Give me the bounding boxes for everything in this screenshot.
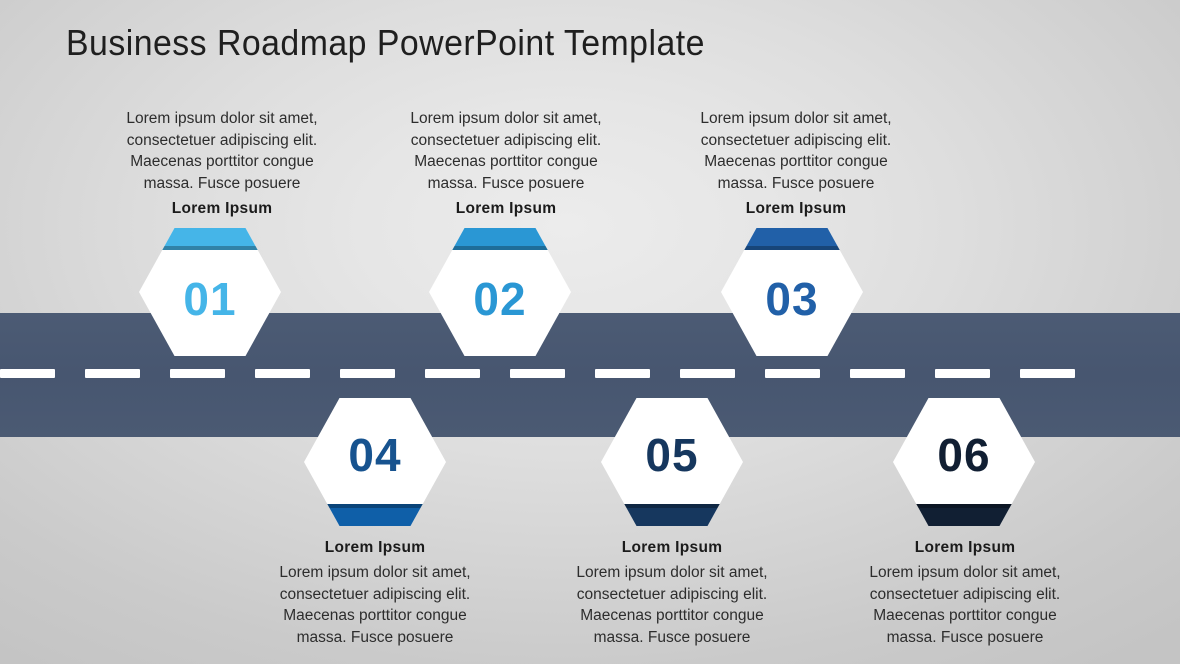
hexagon-cap-line-02 bbox=[429, 246, 571, 250]
step-hexagon-01[interactable]: 01 bbox=[139, 228, 281, 356]
step-text-04: Lorem Ipsum Lorem ipsum dolor sit amet, … bbox=[259, 537, 491, 648]
road-dash bbox=[510, 369, 565, 378]
road-dash bbox=[85, 369, 140, 378]
road-dash bbox=[425, 369, 480, 378]
hexagon-cap-01 bbox=[139, 228, 281, 250]
step-body-06: Lorem ipsum dolor sit amet, consectetuer… bbox=[869, 564, 1061, 646]
step-hexagon-05[interactable]: 05 bbox=[601, 398, 743, 526]
road-center-line bbox=[0, 369, 1180, 378]
step-text-05: Lorem Ipsum Lorem ipsum dolor sit amet, … bbox=[556, 537, 788, 648]
hexagon-cap-line-05 bbox=[601, 504, 743, 508]
road-dash bbox=[340, 369, 395, 378]
road-dash bbox=[255, 369, 310, 378]
hexagon-shape-04 bbox=[304, 398, 446, 526]
hexagon-cap-03 bbox=[721, 228, 863, 250]
step-text-06: Lorem Ipsum Lorem ipsum dolor sit amet, … bbox=[849, 537, 1081, 648]
hexagon-shape-03 bbox=[721, 228, 863, 356]
road-dash bbox=[765, 369, 820, 378]
step-heading-01: Lorem Ipsum bbox=[171, 200, 273, 217]
hexagon-shape-05 bbox=[601, 398, 743, 526]
hexagon-cap-04 bbox=[304, 504, 446, 526]
hexagon-cap-fill-06 bbox=[893, 504, 1035, 526]
road-dash bbox=[1020, 369, 1075, 378]
step-heading-06: Lorem Ipsum bbox=[914, 539, 1016, 556]
road-dash bbox=[595, 369, 650, 378]
hexagon-cap-line-06 bbox=[893, 504, 1035, 508]
step-body-03: Lorem ipsum dolor sit amet, consectetuer… bbox=[700, 110, 892, 192]
step-heading-04: Lorem Ipsum bbox=[324, 539, 426, 556]
step-body-02: Lorem ipsum dolor sit amet, consectetuer… bbox=[410, 110, 602, 192]
hexagon-cap-line-04 bbox=[304, 504, 446, 508]
hexagon-cap-fill-04 bbox=[304, 504, 446, 526]
step-hexagon-03[interactable]: 03 bbox=[721, 228, 863, 356]
road-dash bbox=[850, 369, 905, 378]
hexagon-cap-02 bbox=[429, 228, 571, 250]
hexagon-shape-02 bbox=[429, 228, 571, 356]
hexagon-cap-fill-03 bbox=[721, 228, 863, 250]
hexagon-cap-fill-02 bbox=[429, 228, 571, 250]
road-dash bbox=[0, 369, 55, 378]
hexagon-cap-05 bbox=[601, 504, 743, 526]
step-hexagon-04[interactable]: 04 bbox=[304, 398, 446, 526]
road-dash bbox=[680, 369, 735, 378]
step-text-01: Lorem ipsum dolor sit amet, consectetuer… bbox=[106, 108, 338, 220]
hexagon-cap-line-03 bbox=[721, 246, 863, 250]
road-dash bbox=[935, 369, 990, 378]
hexagon-cap-line-01 bbox=[139, 246, 281, 250]
step-body-05: Lorem ipsum dolor sit amet, consectetuer… bbox=[576, 564, 768, 646]
step-heading-05: Lorem Ipsum bbox=[621, 539, 723, 556]
step-hexagon-02[interactable]: 02 bbox=[429, 228, 571, 356]
page-title: Business Roadmap PowerPoint Template bbox=[66, 22, 705, 63]
step-hexagon-06[interactable]: 06 bbox=[893, 398, 1035, 526]
step-heading-03: Lorem Ipsum bbox=[745, 200, 847, 217]
step-text-02: Lorem ipsum dolor sit amet, consectetuer… bbox=[390, 108, 622, 220]
hexagon-cap-fill-01 bbox=[139, 228, 281, 250]
hexagon-cap-fill-05 bbox=[601, 504, 743, 526]
step-body-04: Lorem ipsum dolor sit amet, consectetuer… bbox=[279, 564, 471, 646]
road-dash bbox=[170, 369, 225, 378]
hexagon-shape-06 bbox=[893, 398, 1035, 526]
step-body-01: Lorem ipsum dolor sit amet, consectetuer… bbox=[126, 110, 318, 192]
step-heading-02: Lorem Ipsum bbox=[455, 200, 557, 217]
step-text-03: Lorem ipsum dolor sit amet, consectetuer… bbox=[680, 108, 912, 220]
hexagon-shape-01 bbox=[139, 228, 281, 356]
hexagon-cap-06 bbox=[893, 504, 1035, 526]
